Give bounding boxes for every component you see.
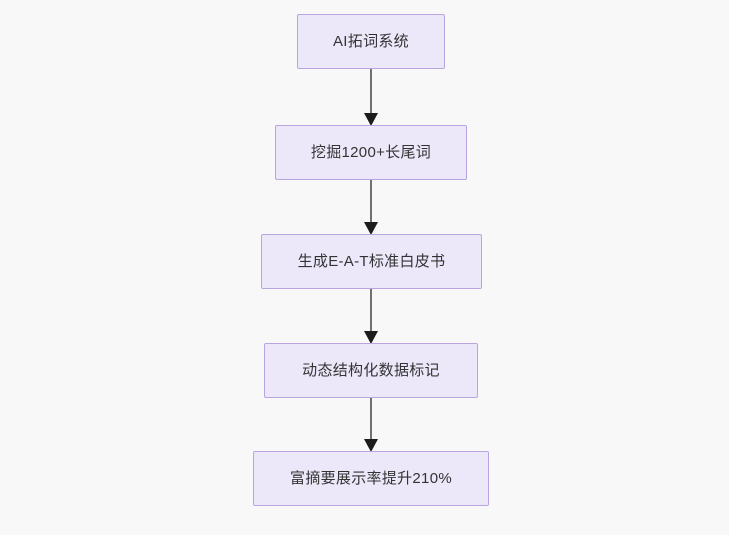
flow-node-label: 挖掘1200+长尾词 [310,144,432,161]
flow-node-structured-data-markup[interactable]: 动态结构化数据标记 [264,343,478,398]
arrowhead-icon [364,222,378,235]
arrowhead-icon [364,439,378,452]
arrowhead-icon [364,331,378,344]
flow-edge-3-to-4 [364,287,378,344]
flow-edge-2-to-3 [364,178,378,235]
flow-node-label: 富摘要展示率提升210% [290,470,452,487]
flow-node-label: AI拓词系统 [333,33,409,50]
flow-node-rich-snippet-result[interactable]: 富摘要展示率提升210% [253,451,489,506]
flow-edge-1-to-2 [364,67,378,126]
flow-node-ai-keyword-system[interactable]: AI拓词系统 [297,14,445,69]
flow-node-label: 动态结构化数据标记 [302,362,440,379]
arrowhead-icon [364,113,378,126]
flow-node-longtail-keywords[interactable]: 挖掘1200+长尾词 [275,125,467,180]
flow-node-eat-whitepaper[interactable]: 生成E-A-T标准白皮书 [261,234,482,289]
flow-edge-4-to-5 [364,396,378,452]
flow-node-label: 生成E-A-T标准白皮书 [297,253,446,270]
